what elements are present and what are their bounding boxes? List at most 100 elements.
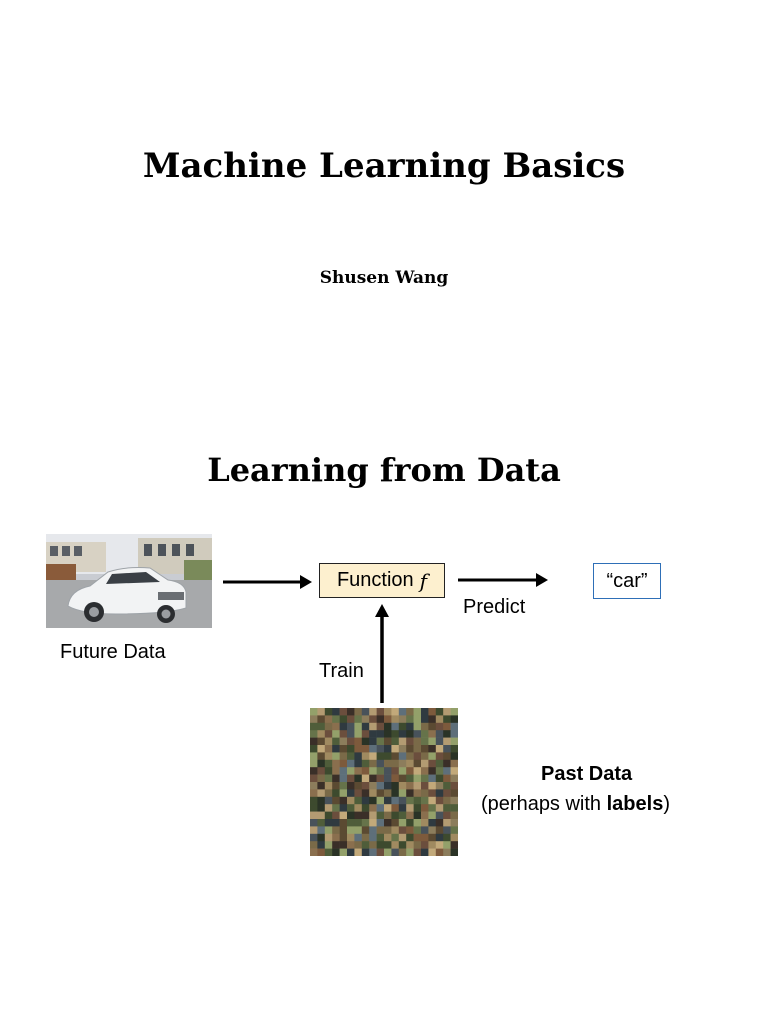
mosaic-tile [391, 804, 400, 812]
mosaic-tile [324, 774, 333, 783]
mosaic-tile [332, 722, 340, 731]
mosaic-tile [332, 745, 340, 753]
mosaic-tile [435, 796, 444, 805]
mosaic-tile [317, 833, 326, 842]
mosaic-tile [310, 782, 318, 790]
mosaic-tile [376, 752, 385, 761]
mosaic-tile [354, 767, 363, 775]
mosaic-tile [369, 833, 377, 842]
mosaic-tile [332, 774, 340, 783]
mosaic-tile [384, 826, 392, 835]
mosaic-tile [369, 811, 377, 820]
mosaic-tile [450, 796, 459, 805]
mosaic-tile [332, 767, 340, 775]
mosaic-tile [450, 722, 459, 731]
mosaic-tile [354, 804, 363, 812]
mosaic-tile [347, 782, 355, 790]
mosaic-tile [384, 819, 392, 827]
mosaic-tile [428, 804, 437, 812]
mosaic-tile [435, 722, 444, 731]
slide2-title: Learning from Data [207, 451, 561, 489]
mosaic-tile [406, 789, 414, 798]
mosaic-tile [391, 759, 400, 768]
mosaic-tile [391, 811, 400, 820]
mosaic-tile [332, 759, 340, 768]
mosaic-tile [413, 745, 422, 753]
mosaic-tile [376, 715, 385, 724]
mosaic-tile [421, 715, 429, 724]
mosaic-tile [317, 782, 326, 790]
mosaic-tile [317, 804, 326, 812]
mosaic-tile [443, 730, 451, 738]
mosaic-tile [354, 796, 363, 805]
mosaic-tile [384, 745, 392, 753]
mosaic-tile [310, 759, 318, 768]
mosaic-tile [376, 848, 385, 857]
mosaic-tile [384, 782, 392, 790]
mosaic-tile [317, 722, 326, 731]
mosaic-tile [339, 841, 348, 849]
mosaic-tile [435, 782, 444, 790]
mosaic-tile [398, 848, 407, 857]
mosaic-tile [428, 759, 437, 768]
mosaic-tile [443, 848, 451, 857]
mosaic-tile [361, 826, 370, 835]
mosaic-tile [369, 759, 377, 768]
mosaic-tile [361, 833, 370, 842]
mosaic-tile [332, 752, 340, 761]
mosaic-tile [406, 730, 414, 738]
mosaic-tile [354, 722, 363, 731]
mosaic-tile [324, 730, 333, 738]
mosaic-tile [398, 804, 407, 812]
mosaic-tile [428, 789, 437, 798]
arrow-input-to-function [223, 575, 312, 589]
mosaic-tile [361, 789, 370, 798]
mosaic-tile [435, 804, 444, 812]
mosaic-tile [413, 730, 422, 738]
mosaic-tile [369, 708, 377, 716]
mosaic-tile [369, 767, 377, 775]
mosaic-tile [406, 804, 414, 812]
mosaic-tile [450, 826, 459, 835]
mosaic-tile [339, 789, 348, 798]
mosaic-tile [428, 833, 437, 842]
mosaic-tile [324, 722, 333, 731]
mosaic-tile [443, 826, 451, 835]
mosaic-tile [347, 759, 355, 768]
mosaic-tile [317, 811, 326, 820]
mosaic-tile [421, 848, 429, 857]
mosaic-tile [310, 804, 318, 812]
mosaic-tile [376, 819, 385, 827]
mosaic-tile [421, 774, 429, 783]
past-data-subtitle: (perhaps with labels) [481, 793, 670, 816]
mosaic-tile [384, 759, 392, 768]
mosaic-tile [428, 745, 437, 753]
mosaic-tile [317, 737, 326, 746]
mosaic-tile [354, 759, 363, 768]
mosaic-tile [450, 811, 459, 820]
mosaic-tile [369, 848, 377, 857]
mosaic-tile [361, 804, 370, 812]
mosaic-tile [324, 841, 333, 849]
mosaic-tile [339, 752, 348, 761]
mosaic-tile [347, 826, 355, 835]
mosaic-tile [428, 841, 437, 849]
mosaic-tile [376, 789, 385, 798]
mosaic-tile [450, 782, 459, 790]
mosaic-tile [361, 708, 370, 716]
mosaic-tile [435, 774, 444, 783]
mosaic-tile [398, 715, 407, 724]
mosaic-tile [435, 767, 444, 775]
mosaic-tile [413, 804, 422, 812]
mosaic-tile [369, 796, 377, 805]
mosaic-tile [369, 819, 377, 827]
mosaic-tile [413, 833, 422, 842]
mosaic-tile [332, 737, 340, 746]
mosaic-tile [324, 767, 333, 775]
mosaic-tile [443, 804, 451, 812]
mosaic-tile [421, 826, 429, 835]
mosaic-tile [339, 759, 348, 768]
mosaic-tile [428, 715, 437, 724]
mosaic-tile [317, 826, 326, 835]
mosaic-tile [406, 745, 414, 753]
